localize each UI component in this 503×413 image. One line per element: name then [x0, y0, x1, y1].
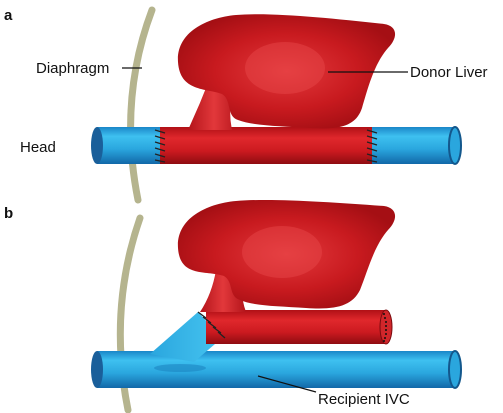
panel-b: b — [4, 200, 461, 410]
head-label: Head — [20, 139, 56, 156]
recipient-ivc-label: Recipient IVC — [318, 391, 410, 408]
panel-b-label: b — [4, 205, 13, 222]
panel-a: a — [4, 7, 488, 200]
liver-highlight-a — [245, 42, 325, 94]
recipient-ivc-tube — [91, 351, 461, 388]
diaphragm-label: Diaphragm — [36, 60, 109, 77]
donor-liver-label: Donor Liver — [410, 64, 488, 81]
liver-highlight-b — [242, 226, 322, 278]
donor-ivc-segment-a — [160, 127, 372, 164]
panel-a-label: a — [4, 7, 13, 24]
diaphragm-curve — [131, 10, 152, 200]
donor-ivc-b — [206, 310, 392, 344]
stump-shadow — [154, 364, 206, 372]
